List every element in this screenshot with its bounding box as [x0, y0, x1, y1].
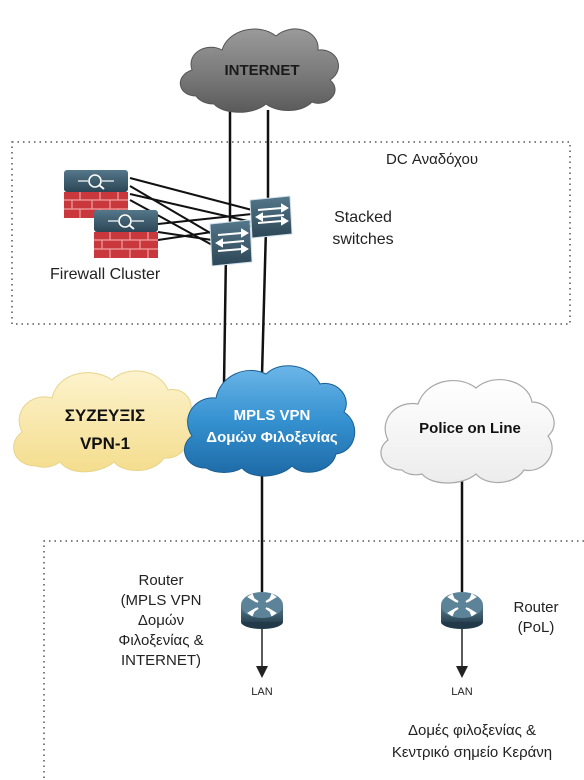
router-right — [441, 592, 483, 678]
firewall-cluster-label: Firewall Cluster — [50, 266, 161, 283]
site-region — [43, 540, 584, 780]
router-left-line-1: Router — [138, 572, 184, 589]
router-left-line-3: Φιλοξενίας & — [118, 632, 204, 649]
syzeuxis-label: ΣΥΖΕΥΞΙΣ VPN-1 — [30, 402, 180, 458]
mpls-label-line-2: Δομών Φιλοξενίας — [206, 429, 338, 446]
router-left-label: Router (MPLS VPN Δομών Φιλοξενίας & INTE… — [96, 571, 226, 671]
firewall-mesh-lines — [129, 177, 253, 247]
pol-label: Police on Line — [419, 420, 521, 437]
switch-icon — [249, 195, 293, 239]
site-caption-line-1: Δομές φιλοξενίας & — [407, 722, 537, 739]
mpls-cloud — [183, 365, 356, 477]
router-left-line-4: INTERNET) — [121, 652, 201, 669]
dc-region — [11, 141, 571, 325]
pol-cloud — [380, 379, 555, 484]
router-right-line-2: (PoL) — [517, 619, 555, 636]
firewall-cluster — [64, 170, 158, 258]
stacked-label-line-1: Stacked — [334, 209, 392, 226]
stacked-switches — [209, 195, 293, 267]
stacked-label-line-2: switches — [332, 231, 394, 248]
mpls-label: MPLS VPN Δομών Φιλοξενίας — [186, 405, 358, 449]
switch-icon — [209, 219, 253, 267]
site-caption: Δομές φιλοξενίας & Κεντρικό σημείο Κεράν… — [360, 720, 584, 764]
syzeuxis-cloud — [13, 370, 192, 473]
stacked-switches-label: Stacked switches — [318, 207, 408, 251]
router-icon — [441, 592, 483, 629]
router-icon — [241, 592, 283, 629]
router-left — [241, 592, 283, 678]
internet-label: INTERNET — [224, 62, 300, 79]
dc-title: DC Αναδόχου — [386, 151, 479, 168]
syzeuxis-label-line-1: ΣΥΖΕΥΞΙΣ — [64, 406, 146, 425]
syzeuxis-label-line-2: VPN-1 — [79, 434, 131, 453]
firewall-icon — [94, 210, 158, 258]
site-caption-line-2: Κεντρικό σημείο Κεράνη — [391, 744, 553, 761]
internet-cloud — [180, 28, 340, 113]
connection-lines — [222, 110, 464, 592]
router-right-label: Router (PoL) — [500, 598, 572, 638]
lan-label-right: LAN — [451, 686, 473, 698]
lan-label-left: LAN — [251, 686, 273, 698]
mpls-link-2 — [260, 227, 268, 376]
router-left-line-2: (MPLS VPN Δομών — [120, 592, 202, 629]
mpls-label-line-1: MPLS VPN — [233, 407, 311, 424]
mpls-link-1 — [222, 251, 228, 386]
router-right-line-1: Router — [513, 599, 559, 616]
